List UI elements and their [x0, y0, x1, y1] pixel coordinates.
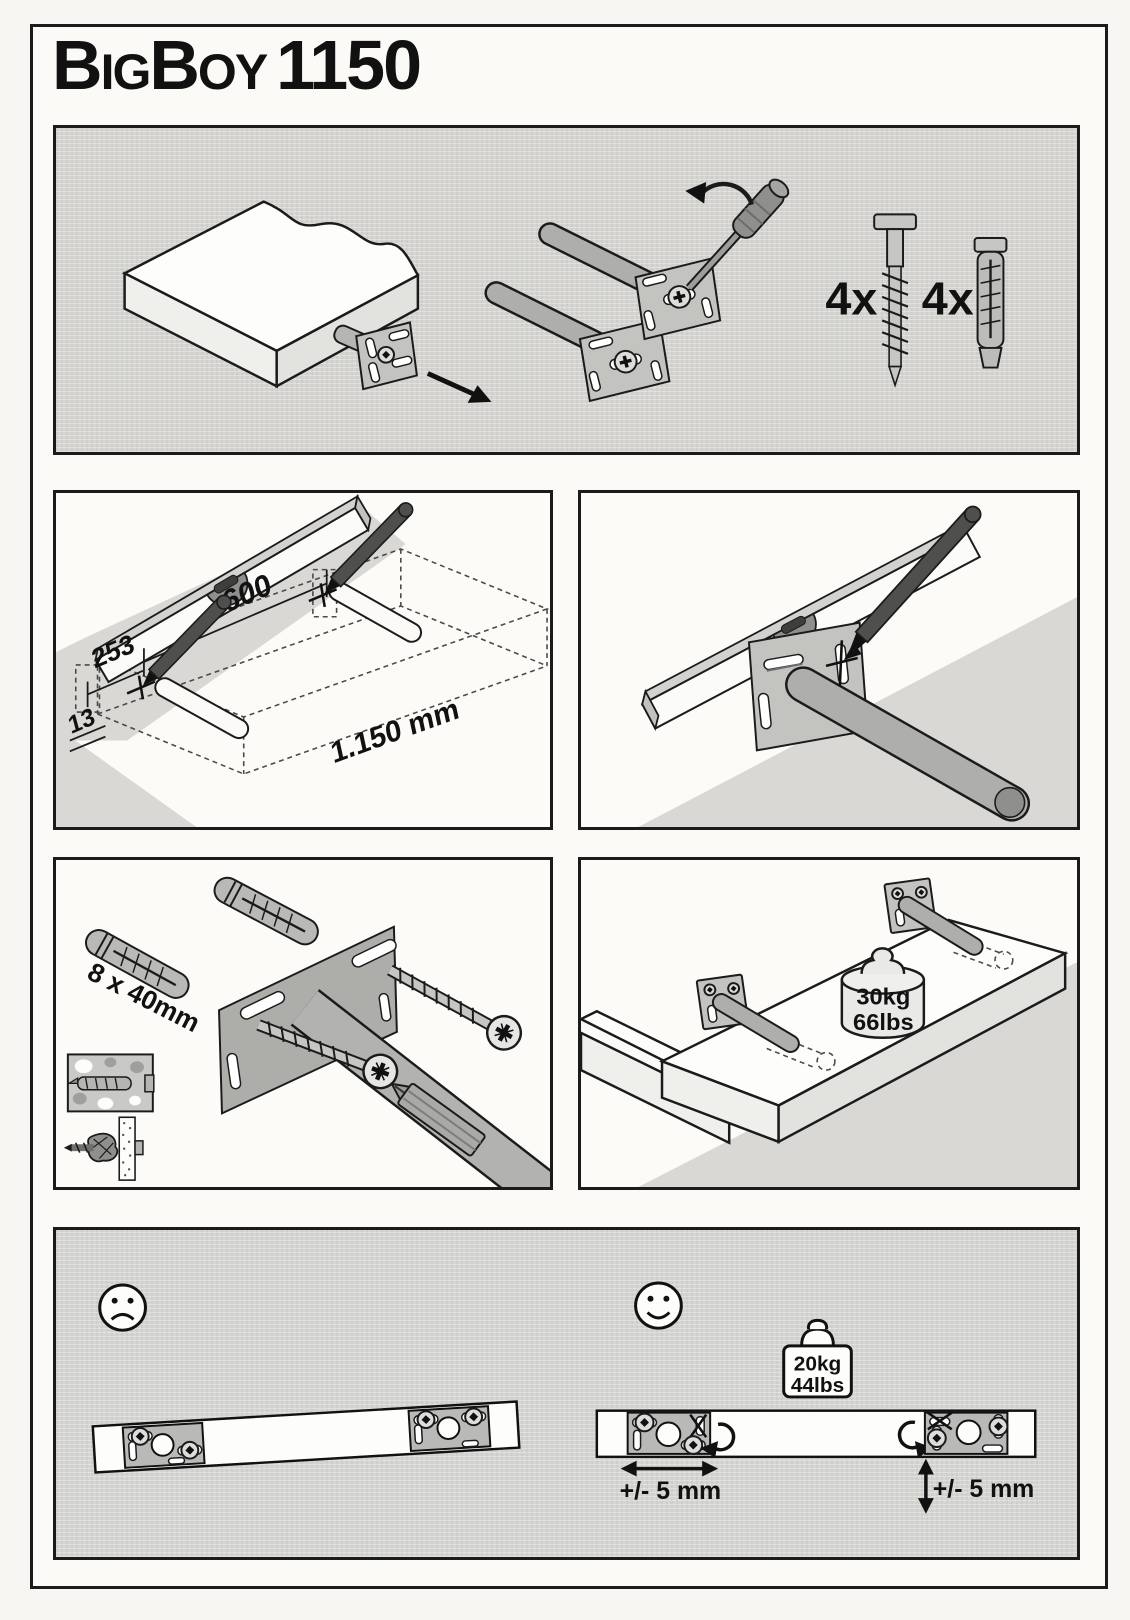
title-part: IG: [100, 44, 152, 100]
inset-hollow-wall: [63, 1116, 144, 1181]
parts-overview-illustration: 4x 4x: [121, 178, 1008, 403]
load-lbs-label: 66lbs: [853, 1010, 914, 1036]
screw-icon: [387, 964, 523, 1051]
pull-out-arrow: [426, 371, 492, 403]
fixing-illustration: 8 x 40mm: [63, 876, 550, 1187]
bracket-with-rod: [333, 321, 418, 391]
alignment-illustration: 20kg 44lbs: [91, 1281, 1037, 1514]
panel-measuring: 600 253 13 1.150 mm: [53, 490, 553, 830]
bracket-plate: [626, 1411, 712, 1455]
bracket-plate: [407, 1405, 492, 1453]
panel-alignment: 20kg 44lbs: [53, 1227, 1080, 1560]
screw-quantity-group: 4x: [825, 213, 917, 388]
title-model-number: 1150: [276, 26, 422, 104]
panel-load-capacity: 30kg 66lbs: [578, 857, 1080, 1190]
bracket-with-rod: [695, 973, 800, 1053]
crossed-out-slot: [689, 1413, 708, 1438]
pencil-mark-cross: [126, 583, 338, 700]
dim-total-label: 1.150 mm: [328, 692, 462, 770]
measuring-illustration: 600 253 13 1.150 mm: [56, 493, 550, 827]
pencil-icon: [324, 502, 414, 594]
wall-plug-icon: [213, 876, 319, 946]
marking-illustration: [638, 505, 1077, 827]
tolerance-vertical-label: +/- 5 mm: [933, 1476, 1034, 1503]
screw-icon: [256, 1019, 399, 1090]
load-kg-label: 30kg: [856, 984, 910, 1010]
rotate-ccw-arrow: [897, 1420, 933, 1458]
sad-face-icon: [98, 1283, 147, 1332]
wall-band: [638, 962, 1077, 1187]
pencil-icon: [849, 505, 982, 651]
ghost-rod: [154, 580, 423, 740]
screw-icon: [873, 213, 917, 388]
panel-marking: [578, 490, 1080, 830]
wall-plug-icon: [85, 929, 190, 999]
rod-end: [994, 786, 1026, 818]
inset-solid-wall: [66, 1053, 155, 1113]
screwdriver-bit-icon: [390, 1082, 486, 1157]
title-part: OY: [197, 44, 268, 100]
tolerance-horizontal-label: +/- 5 mm: [620, 1478, 721, 1505]
title-part: B: [149, 26, 200, 104]
pencil-icon: [142, 594, 232, 686]
tolerance-vertical: +/- 5 mm: [917, 1458, 1034, 1514]
weight-icon: 30kg 66lbs: [840, 947, 926, 1039]
straight-rail: [595, 1409, 1037, 1459]
weight-icon: 20kg 44lbs: [782, 1318, 853, 1399]
bracket-with-rod: [883, 877, 984, 956]
plug-quantity-group: 4x: [922, 236, 1008, 369]
bracket-with-rod: [747, 621, 1031, 822]
rotate-cw-arrow: [700, 1422, 736, 1458]
wall-plug-icon: [973, 236, 1008, 369]
pencil-mark-cross: [825, 640, 858, 686]
bracket-plate: [923, 1411, 1009, 1455]
crooked-rail: [91, 1400, 521, 1474]
dimension-13: 13: [66, 703, 106, 753]
wall-corner: [56, 726, 197, 827]
happy-face-icon: [634, 1281, 683, 1330]
tolerance-horizontal: +/- 5 mm: [620, 1460, 721, 1505]
screw-icon: [609, 349, 642, 374]
crossed-out-slot: [927, 1411, 953, 1431]
panel-parts-overview: 4x 4x: [53, 125, 1080, 455]
panel-fixing: 8 x 40mm: [53, 857, 553, 1190]
spirit-level: [94, 493, 372, 684]
screw-qty-label: 4x: [825, 273, 877, 325]
screwdriver-icon: [685, 178, 790, 291]
rotate-arrow: [685, 181, 755, 206]
plug-qty-label: 4x: [922, 273, 974, 325]
screw-icon: [377, 345, 396, 364]
screw-icon: [663, 285, 696, 309]
bracket-plate: [121, 1421, 206, 1469]
load-illustration: 30kg 66lbs: [581, 877, 1077, 1187]
adjust-lbs-label: 44lbs: [791, 1374, 844, 1397]
rod-bracket-assembly: [484, 178, 790, 403]
adjust-kg-label: 20kg: [794, 1353, 842, 1376]
title-part: B: [52, 26, 103, 104]
